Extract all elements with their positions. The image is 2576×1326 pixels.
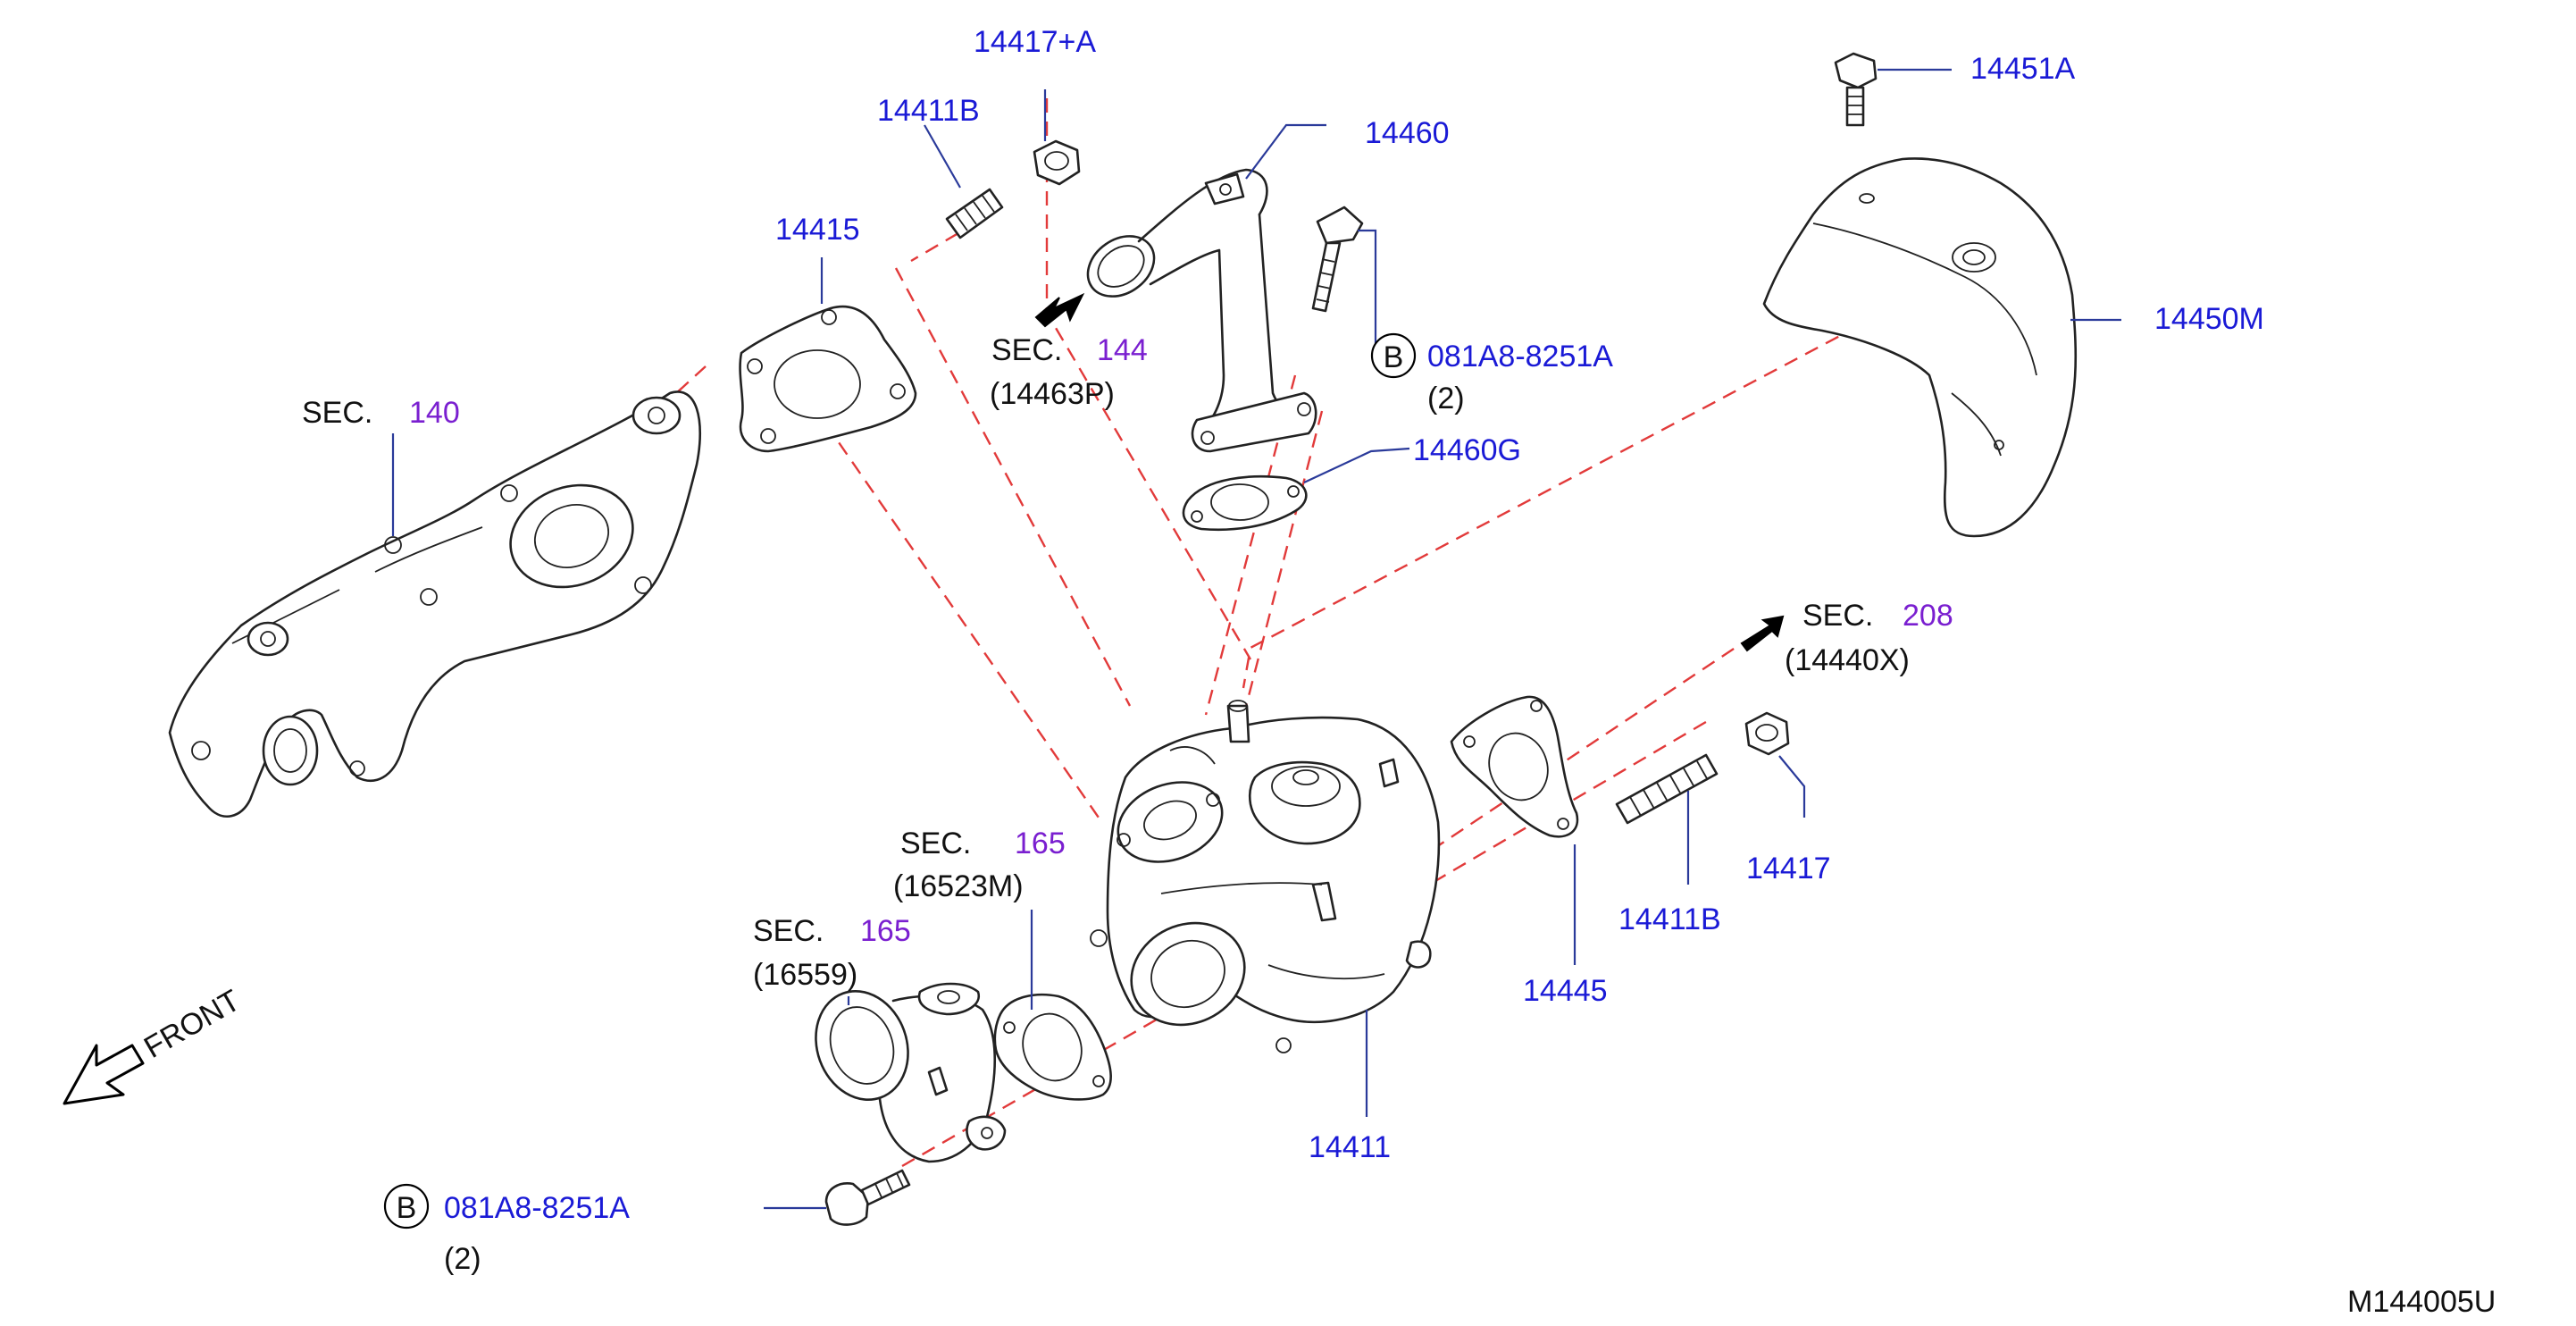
svg-text:208: 208 <box>1903 599 1953 633</box>
svg-text:B: B <box>397 1191 417 1225</box>
svg-text:(16559): (16559) <box>753 958 857 992</box>
svg-text:165: 165 <box>860 914 911 948</box>
gasket-14415 <box>739 305 917 453</box>
nut-14417 <box>1744 711 1790 756</box>
front-direction-arrow <box>63 1044 145 1105</box>
part-labels: 14417+A 14411B 14460 14451A 14415 14450M… <box>444 25 2264 1225</box>
pipe-14460 <box>1086 168 1317 453</box>
label-14417: 14417 <box>1746 852 1831 885</box>
section-arrow-208 <box>1740 615 1785 652</box>
svg-text:SEC.: SEC. <box>302 396 372 430</box>
svg-text:(14463P): (14463P) <box>990 377 1115 411</box>
outlet-16559 <box>815 982 1007 1163</box>
label-14460G: 14460G <box>1413 433 1521 467</box>
heat-shield-14450M <box>1762 157 2078 538</box>
diagram-code: M144005U <box>2347 1285 2496 1319</box>
section-ref-140: SEC. 140 <box>302 396 460 430</box>
section-ref-165-16523M: SEC. 165 (16523M) <box>893 827 1066 903</box>
label-14450M: 14450M <box>2154 302 2264 336</box>
turbocharger-14411 <box>1090 700 1441 1053</box>
section-ref-165-16559: SEC. 165 (16559) <box>753 914 911 992</box>
gasket-16523M <box>993 993 1112 1101</box>
bolt-081A8-top <box>1311 206 1364 313</box>
svg-text:165: 165 <box>1015 827 1066 860</box>
label-14415: 14415 <box>775 213 860 247</box>
front-label: FRONT <box>138 983 246 1064</box>
section-arrow-144 <box>1034 292 1085 328</box>
nut-14417A <box>1033 139 1081 186</box>
gasket-14460G <box>1182 474 1308 532</box>
exhaust-manifold <box>168 390 702 818</box>
leader-lines <box>391 68 2121 1210</box>
label-14460: 14460 <box>1365 116 1450 150</box>
label-14411: 14411 <box>1309 1130 1391 1164</box>
svg-text:140: 140 <box>409 396 460 430</box>
bolt-badge-bottom: B <box>383 1183 430 1229</box>
gasket-14445 <box>1450 695 1579 838</box>
label-14451A: 14451A <box>1970 52 2076 86</box>
bolt-badge-top: B <box>1370 332 1417 379</box>
stud-14411B-top <box>945 188 1004 239</box>
svg-text:144: 144 <box>1097 333 1148 367</box>
label-081A8-top: 081A8-8251A <box>1427 340 1613 373</box>
label-14411B-top: 14411B <box>877 94 980 128</box>
bolt-14451A <box>1834 52 1878 127</box>
bolt-081A8-bottom <box>824 1169 911 1226</box>
qty-note-bottom: (2) <box>444 1242 481 1276</box>
svg-text:(14440X): (14440X) <box>1785 643 1910 677</box>
svg-text:SEC.: SEC. <box>991 333 1062 367</box>
section-ref-144: SEC. 144 (14463P) <box>990 333 1148 411</box>
stud-14411B-bottom <box>1615 753 1719 825</box>
label-14445: 14445 <box>1523 974 1608 1008</box>
svg-text:SEC.: SEC. <box>1802 599 1873 633</box>
label-14411B-bottom: 14411B <box>1618 902 1721 936</box>
label-081A8-bottom: 081A8-8251A <box>444 1191 630 1225</box>
svg-text:(16523M): (16523M) <box>893 869 1024 903</box>
qty-note-top: (2) <box>1427 382 1465 415</box>
svg-text:B: B <box>1384 340 1404 374</box>
svg-text:SEC.: SEC. <box>900 827 971 860</box>
section-ref-208: SEC. 208 (14440X) <box>1785 599 1953 677</box>
label-14417A: 14417+A <box>974 25 1096 59</box>
svg-text:SEC.: SEC. <box>753 914 824 948</box>
